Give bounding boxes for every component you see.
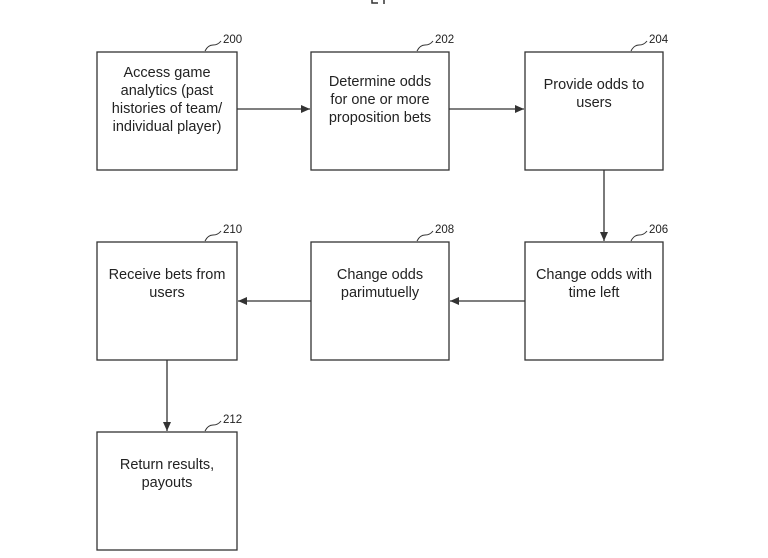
reference-number: 210 (223, 224, 242, 236)
flow-arrow (238, 297, 311, 305)
step-box-210: Receive bets from users 210 (96, 224, 242, 361)
reference-number: 212 (223, 414, 242, 426)
reference-leader (630, 230, 648, 242)
flow-arrow-head (450, 297, 459, 305)
step-label-line: Provide odds to (544, 77, 645, 93)
reference-number: 204 (649, 34, 669, 46)
flow-arrow-head (515, 105, 524, 113)
step-label-line: Return results, (120, 457, 214, 473)
step-box-frame (524, 241, 664, 361)
reference-leader (204, 230, 222, 242)
step-box-frame (310, 51, 450, 171)
step-box-204: Provide odds to users 204 (524, 34, 669, 171)
step-box-frame (96, 51, 238, 171)
reference-leader (204, 40, 222, 52)
step-label-line: histories of team/ (112, 101, 223, 117)
step-box-206: Change odds with time left 206 (524, 224, 668, 361)
step-label-line: Change odds (337, 267, 423, 283)
step-box-frame (310, 241, 450, 361)
step-box-frame (96, 431, 238, 551)
step-label-line: Access game (123, 65, 210, 81)
reference-leader (416, 230, 434, 242)
reference-number: 206 (649, 224, 668, 236)
flow-arrow (449, 105, 524, 113)
step-label-line: Receive bets from (109, 267, 226, 283)
step-label-line: for one or more (330, 92, 429, 108)
step-label-line: users (576, 95, 611, 111)
step-label-line: time left (569, 285, 620, 301)
flow-arrow (450, 297, 525, 305)
reference-leader (630, 40, 648, 52)
flow-arrow (237, 105, 310, 113)
step-label-line: Determine odds (329, 74, 431, 90)
step-label-line: individual player) (113, 119, 222, 135)
flow-arrow-head (238, 297, 247, 305)
step-label-line: proposition bets (329, 110, 431, 126)
step-box-212: Return results, payouts 212 (96, 414, 242, 551)
step-box-frame (524, 51, 664, 171)
flow-arrow (163, 360, 171, 431)
flow-arrow (600, 170, 608, 241)
reference-number: 202 (435, 34, 454, 46)
step-label-line: Change odds with (536, 267, 652, 283)
step-box-frame (96, 241, 238, 361)
reference-number: 208 (435, 224, 454, 236)
figure-number-fragment (371, 0, 385, 4)
flow-arrow-head (163, 422, 171, 431)
process-boxes: Access game analytics (past histories of t… (96, 34, 669, 551)
step-label-line: users (149, 285, 184, 301)
step-box-200: Access game analytics (past histories of t… (96, 34, 242, 171)
flow-arrows (163, 105, 608, 431)
step-box-202: Determine odds for one or more proposition… (310, 34, 454, 171)
reference-leader (416, 40, 434, 52)
step-label-line: parimutuelly (341, 285, 420, 301)
reference-number: 200 (223, 34, 242, 46)
flow-arrow-head (600, 232, 608, 241)
reference-leader (204, 420, 222, 432)
step-box-208: Change odds parimutuelly 208 (310, 224, 454, 361)
step-label-line: payouts (142, 475, 193, 491)
flow-arrow-head (301, 105, 310, 113)
step-label-line: analytics (past (121, 83, 214, 99)
